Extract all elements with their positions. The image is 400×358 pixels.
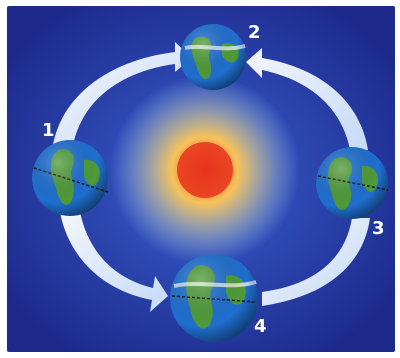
earth-position-2 bbox=[180, 24, 246, 90]
earth-position-3 bbox=[316, 147, 389, 219]
sun bbox=[110, 75, 300, 265]
arrow-3-to-4 bbox=[262, 218, 370, 306]
orbit-arrows bbox=[52, 42, 370, 312]
position-label-2: 2 bbox=[248, 22, 261, 43]
arrow-3-to-2 bbox=[246, 48, 368, 150]
earth-shading bbox=[316, 147, 388, 219]
position-label-4: 4 bbox=[254, 316, 267, 337]
earth-shading bbox=[32, 140, 108, 216]
arrow-1-to-2 bbox=[52, 42, 192, 150]
sun-core bbox=[177, 142, 233, 198]
earth-position-4 bbox=[170, 254, 258, 342]
earth-shading bbox=[180, 24, 246, 90]
arrow-1-to-4 bbox=[60, 212, 168, 312]
earth-position-1 bbox=[32, 140, 109, 216]
earth-shading bbox=[170, 254, 258, 342]
position-label-3: 3 bbox=[372, 218, 385, 239]
position-label-1: 1 bbox=[42, 120, 55, 141]
